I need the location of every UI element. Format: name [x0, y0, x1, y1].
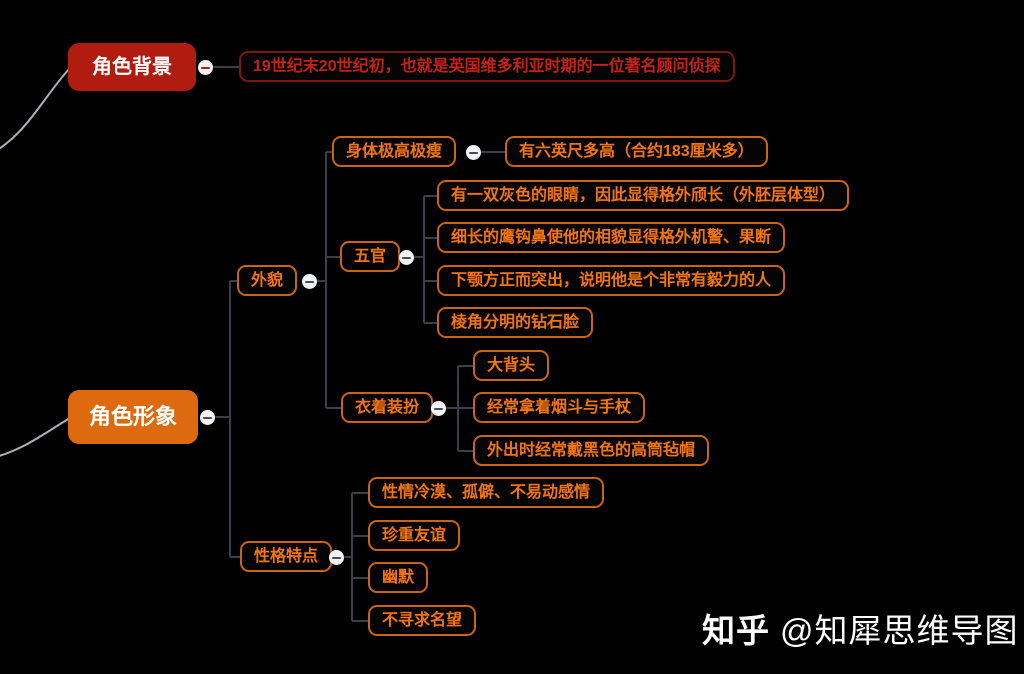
node-era-description[interactable]: 19世纪末20世纪初，也就是英国维多利亚时期的一位著名顾问侦探: [239, 51, 735, 82]
node-role-background[interactable]: 角色背景: [68, 43, 196, 91]
node-hawk-nose[interactable]: 细长的鹰钩鼻使他的相貌显得格外机警、果断: [437, 222, 786, 253]
node-slicked-hair[interactable]: 大背头: [473, 350, 550, 381]
collapse-button-role-background[interactable]: [198, 60, 213, 75]
collapse-button-role-image[interactable]: [200, 410, 215, 425]
node-body-tall-thin[interactable]: 身体极高极瘦: [332, 136, 457, 167]
minus-icon: [305, 280, 314, 283]
node-values-friendship[interactable]: 珍重友谊: [368, 520, 461, 551]
zhihu-logo-text: 知乎: [702, 612, 770, 649]
node-top-hat[interactable]: 外出时经常戴黑色的高筒毡帽: [473, 435, 710, 466]
minus-icon: [469, 151, 478, 154]
node-personality[interactable]: 性格特点: [240, 541, 333, 572]
node-appearance[interactable]: 外貌: [237, 265, 298, 296]
collapse-button-facial-features[interactable]: [399, 250, 414, 265]
node-square-jaw[interactable]: 下颚方正而突出，说明他是个非常有毅力的人: [437, 265, 786, 296]
node-cold-aloof[interactable]: 性情冷漠、孤僻、不易动感情: [368, 477, 605, 508]
minus-icon: [201, 66, 210, 69]
collapse-button-clothing[interactable]: [431, 401, 446, 416]
node-facial-features[interactable]: 五官: [340, 241, 401, 272]
collapse-button-personality[interactable]: [329, 550, 344, 565]
node-pipe-cane[interactable]: 经常拿着烟斗与手杖: [473, 392, 646, 423]
watermark-handle: @知犀思维导图: [780, 612, 1019, 649]
node-grey-eyes[interactable]: 有一双灰色的眼睛，因此显得格外颀长（外胚层体型）: [437, 180, 850, 211]
tree-connectors: [212, 66, 505, 622]
node-height-detail[interactable]: 有六英尺多高（合约183厘米多）: [505, 136, 768, 167]
node-humor[interactable]: 幽默: [368, 562, 429, 593]
node-role-image[interactable]: 角色形象: [68, 390, 199, 444]
node-diamond-face[interactable]: 棱角分明的钻石脸: [437, 307, 594, 338]
minus-icon: [402, 256, 411, 259]
minus-icon: [203, 416, 212, 419]
minus-icon: [434, 407, 443, 410]
root-curves: [0, 67, 71, 457]
node-no-fame-seeking[interactable]: 不寻求名望: [368, 605, 477, 636]
collapse-button-body[interactable]: [466, 145, 481, 160]
zhihu-watermark: 知乎 @知犀思维导图: [702, 604, 1019, 652]
node-clothing[interactable]: 衣着装扮: [341, 392, 434, 423]
minus-icon: [332, 556, 341, 559]
collapse-button-appearance[interactable]: [302, 274, 317, 289]
